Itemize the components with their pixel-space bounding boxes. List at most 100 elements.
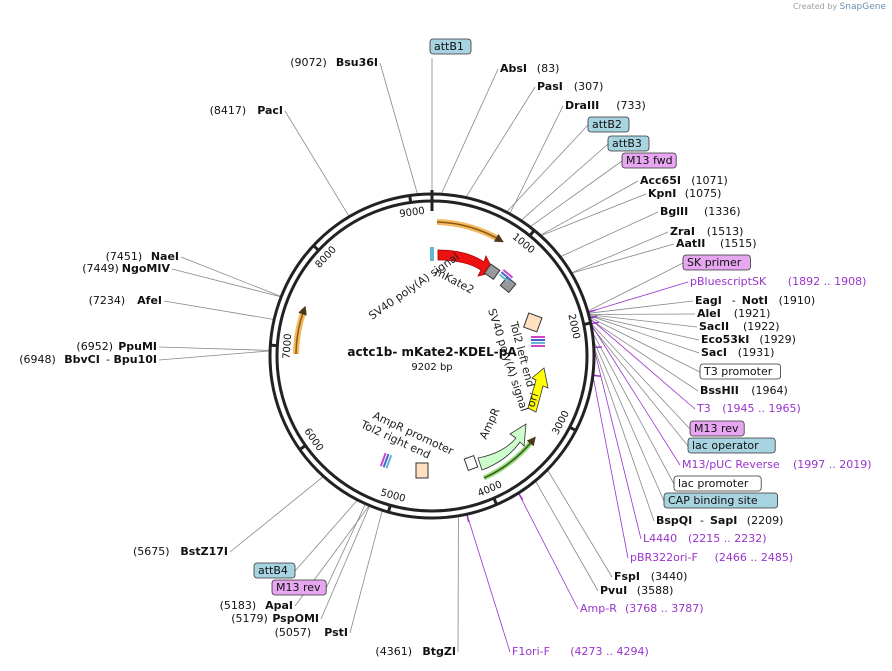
draiii-name: DraIII: [565, 99, 599, 112]
inner-features: [379, 247, 549, 479]
apai-label[interactable]: ApaI(5183): [220, 599, 293, 612]
pbr322ori-label[interactable]: pBR322ori-F(2466 .. 2485): [630, 551, 793, 564]
lacoperator-label[interactable]: lac operator: [687, 437, 776, 454]
t3-label[interactable]: T3(1945 .. 1965): [696, 402, 801, 415]
eco53ki-position: (1929): [759, 333, 796, 346]
pasi-label[interactable]: PasI (307): [537, 80, 603, 93]
naei-label[interactable]: NaeI(7451): [106, 250, 179, 263]
absi-label[interactable]: AbsI(83): [500, 62, 559, 75]
eagi-name: EagI: [695, 294, 722, 307]
tick-mark: [312, 244, 320, 252]
saci-label[interactable]: SacI(1931): [701, 346, 774, 359]
btgzi-label[interactable]: BtgZI(4361): [375, 645, 456, 658]
ampr_f-name: Amp-R: [580, 602, 617, 615]
t3promoter-label[interactable]: T3 promoter: [699, 363, 781, 380]
lacoperator-name: lac operator: [692, 439, 759, 452]
tick-mark: [492, 497, 499, 506]
lacpromoter-leader: [591, 331, 675, 485]
pbluescriptsk-leader: [587, 281, 689, 313]
bsshii-name: BssHII: [700, 384, 739, 397]
bspqi-leader: [593, 345, 655, 522]
attb1-feature-mark: [430, 247, 434, 261]
alei-position: (1921): [734, 307, 771, 320]
afei-name: AfeI: [137, 294, 162, 307]
m13rev_a-label[interactable]: M13 rev: [689, 420, 745, 437]
tick-label: 1000: [510, 232, 537, 257]
ampr_f-label[interactable]: Amp-R(3768 .. 3787): [580, 602, 704, 615]
btgzi-position: (4361): [375, 645, 412, 658]
lacpromoter-label[interactable]: lac promoter: [673, 475, 762, 492]
f1ori-label[interactable]: F1ori-F(4273 .. 4294): [512, 645, 649, 658]
lacpromoter-name: lac promoter: [678, 477, 749, 490]
eco53ki-label[interactable]: Eco53kI (1929): [701, 333, 796, 346]
attb4-label[interactable]: attB4: [253, 562, 296, 579]
pasi-position: (307): [574, 80, 604, 93]
alei-label[interactable]: AleI(1921): [697, 307, 770, 320]
pvui-label[interactable]: PvuI(3588): [600, 584, 673, 597]
sacii-label[interactable]: SacII(1922): [699, 320, 780, 333]
attb1-label[interactable]: attB1: [429, 38, 472, 55]
aatii-label[interactable]: AatII(1515): [676, 237, 757, 250]
kpni-leader: [540, 193, 647, 237]
bspqi-position: (2209): [747, 514, 784, 527]
pbluescriptsk-label[interactable]: pBluescriptSK(1892 .. 1908): [690, 275, 866, 288]
attb3-label[interactable]: attB3: [607, 135, 650, 152]
sv40-box-2: [499, 276, 517, 294]
pbr322ori-name: pBR322ori-F: [630, 551, 698, 564]
kpni-position: (1075): [685, 187, 722, 200]
paci-label[interactable]: PacI(8417): [210, 104, 283, 117]
pasi-name: PasI: [537, 80, 563, 93]
bglii-name: BglII: [660, 205, 688, 218]
m13puc-name: M13/pUC Reverse: [682, 458, 780, 471]
kpni-label[interactable]: KpnI(1075): [648, 187, 721, 200]
bbvci-label[interactable]: Bpu10I-BbvCI(6948): [19, 353, 157, 366]
attb3-name: attB3: [612, 137, 642, 150]
zrai-name: ZraI: [670, 225, 695, 238]
ampr-arrow: [477, 423, 527, 471]
ngomiv-label[interactable]: NgoMIV(7449): [82, 262, 170, 275]
bspqi-label[interactable]: BspQI-SapI(2209): [656, 514, 783, 527]
m13rev_b-label[interactable]: M13 rev: [271, 579, 327, 596]
zrai-label[interactable]: ZraI(1513): [670, 225, 743, 238]
draiii-label[interactable]: DraIII(733): [565, 99, 646, 112]
fspi-label[interactable]: FspI(3440): [614, 570, 687, 583]
capbinding-leader: [592, 339, 665, 502]
m13fwd-label[interactable]: M13 fwd: [621, 152, 677, 169]
l4440-label[interactable]: L4440(2215 .. 2232): [643, 532, 767, 545]
t3promoter-box: [699, 363, 781, 380]
afei-label[interactable]: AfeI(7234): [89, 294, 162, 307]
acc65i-position: (1071): [691, 174, 728, 187]
pbluescriptsk-name: pBluescriptSK: [690, 275, 767, 288]
eagi-label[interactable]: EagI-NotI(1910): [695, 294, 815, 307]
bsshii-label[interactable]: BssHII(1964): [700, 384, 788, 397]
feature-arc-top-line: [436, 221, 504, 243]
pvui-leader: [534, 480, 599, 592]
plasmid-length: 9202 bp: [411, 362, 452, 373]
absi-position: (83): [537, 62, 560, 75]
bsu36i-position: (9072): [290, 56, 327, 69]
apai-name: ApaI: [265, 599, 293, 612]
bspqi-dash: -: [700, 514, 704, 527]
pspomi-label[interactable]: PspOMI(5179): [231, 612, 319, 625]
psti-label[interactable]: PstI(5057): [275, 626, 348, 639]
attb2-box: [587, 116, 630, 133]
bbvci-name: BbvCI: [64, 353, 100, 366]
capbinding-label[interactable]: CAP binding site: [663, 492, 778, 509]
bstz17i-name: BstZ17I: [180, 545, 228, 558]
tick-label: 7000: [281, 333, 294, 359]
acc65i-label[interactable]: Acc65I(1071): [640, 174, 728, 187]
tick-label: 3000: [550, 409, 571, 437]
bstz17i-label[interactable]: BstZ17I(5675): [133, 545, 228, 558]
eco53ki-name: Eco53kI: [701, 333, 749, 346]
m13puc-label[interactable]: M13/pUC Reverse(1997 .. 2019): [682, 458, 872, 471]
paci-leader: [284, 110, 350, 217]
bspqi-name: BspQI: [656, 514, 692, 527]
m13rev_b-leader: [325, 503, 366, 589]
fspi-leader: [547, 469, 613, 578]
ppumi-label[interactable]: PpuMI(6952): [76, 340, 157, 353]
attb2-label[interactable]: attB2: [587, 116, 630, 133]
ppumi-name: PpuMI: [118, 340, 157, 353]
bsu36i-label[interactable]: Bsu36I(9072): [290, 56, 378, 69]
skprimer-label[interactable]: SK primer: [682, 254, 751, 271]
bglii-label[interactable]: BglII(1336): [660, 205, 741, 218]
